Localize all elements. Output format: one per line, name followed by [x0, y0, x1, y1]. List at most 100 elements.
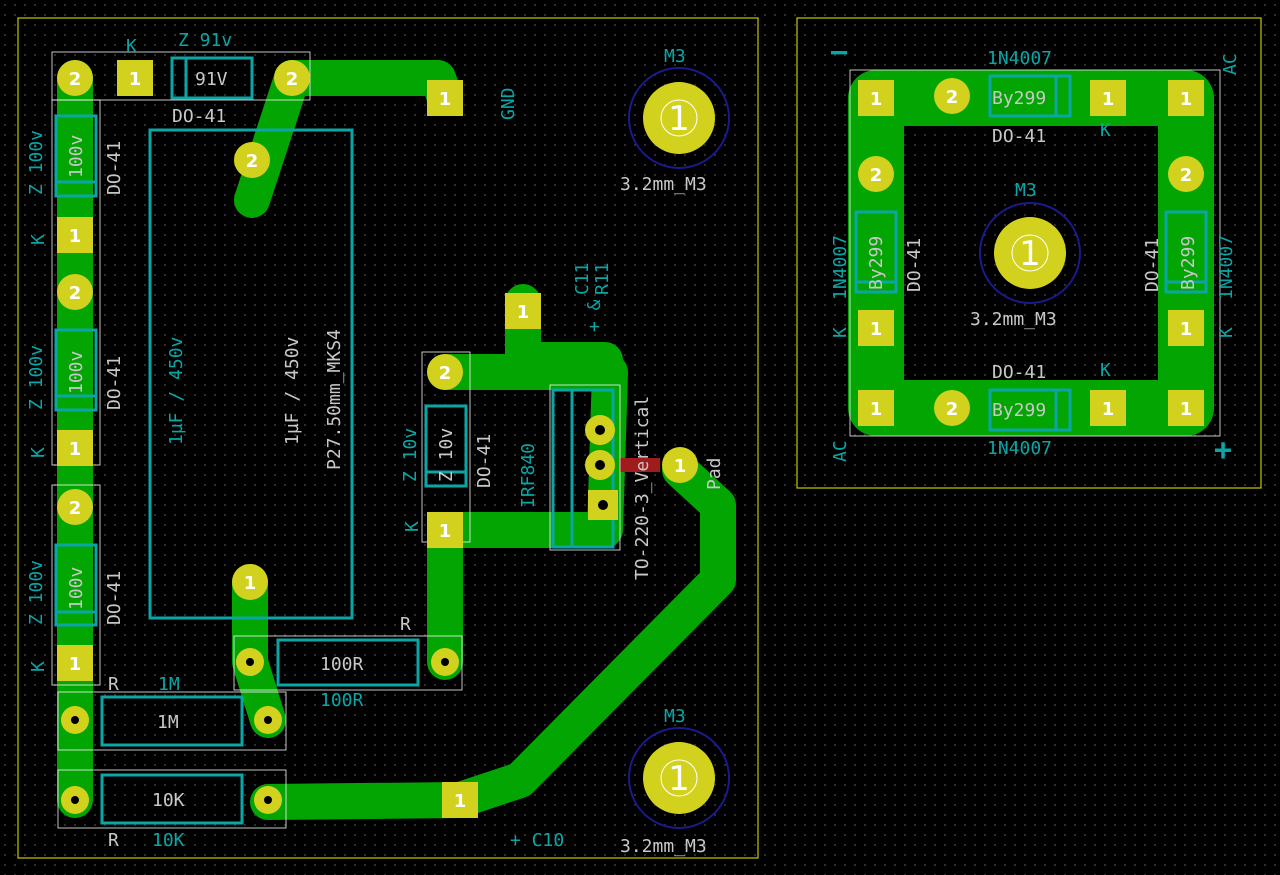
pad-label: 2 — [946, 87, 959, 108]
c10-ref: + C10 — [510, 830, 564, 851]
diode-ref: 1N4007 — [1216, 235, 1237, 300]
mount-hole-2[interactable] — [628, 727, 730, 829]
k-mark: K — [402, 521, 423, 532]
pad-text: Pad — [704, 457, 725, 490]
bridge-traces — [848, 70, 1214, 436]
square-pads[interactable] — [57, 60, 1204, 818]
ac-label: AC — [1220, 53, 1241, 75]
r1m-ref: 1M — [158, 674, 180, 695]
pad-label: 2 — [246, 151, 259, 172]
cap-footprint: P27.50mm_MKS4 — [324, 329, 345, 470]
pad-numbers: 2 1 2 1 2 1 2 1 2 1 1 2 1 1 1 1 1 2 1 1 … — [69, 69, 1193, 812]
pad-label: 1 — [69, 226, 82, 247]
k-mark: K — [28, 234, 49, 245]
m3-size: 3.2mm_M3 — [620, 174, 707, 195]
z100-val: 100v — [66, 567, 87, 610]
m3-size: 3.2mm_M3 — [620, 836, 707, 857]
pad-label: 1 — [1102, 399, 1115, 420]
pad-label: 1 — [69, 439, 82, 460]
pad-label: 1 — [870, 399, 883, 420]
diode-ref: 1N4007 — [830, 235, 851, 300]
mount-hole-3[interactable] — [979, 202, 1081, 304]
to220-label: TO-220-3_Vertical — [632, 396, 653, 580]
k-mark: K — [28, 447, 49, 458]
do41-label: DO-41 — [904, 238, 925, 292]
z100-ref: Z 100v — [26, 560, 47, 625]
pad-label: 1 — [1180, 89, 1193, 110]
rotated-text: GND Z 100v K 100v DO-41 Z 100v K 100v DO… — [26, 53, 1241, 672]
do41-label: DO-41 — [104, 571, 125, 625]
m3-label: M3 — [664, 706, 686, 727]
plus-amp: + & — [584, 299, 605, 332]
pad-label: 1 — [517, 302, 530, 323]
ac-label: AC — [830, 440, 851, 462]
r-label: R — [400, 614, 411, 635]
pad-label: 2 — [870, 165, 883, 186]
irf-ref: IRF840 — [518, 443, 539, 508]
z100-ref: Z 100v — [26, 345, 47, 410]
do41-label: DO-41 — [474, 434, 495, 488]
do41-label: DO-41 — [104, 141, 125, 195]
mount-label: 1 — [668, 759, 690, 799]
k-mark: K — [28, 661, 49, 672]
diode-ref: 1N4007 — [987, 48, 1052, 69]
k-mark: K — [1100, 360, 1111, 381]
pad-label: 1 — [439, 89, 452, 110]
c11-ref: C11 — [572, 262, 593, 295]
drill-holes — [71, 425, 608, 804]
mount-hole-1[interactable] — [628, 67, 730, 169]
by299-val: By299 — [866, 236, 887, 290]
pad-label: 1 — [870, 89, 883, 110]
by299-val: By299 — [1178, 236, 1199, 290]
mount-label: 1 — [668, 99, 690, 139]
pad-label: 2 — [69, 283, 82, 304]
m3-label: M3 — [1015, 180, 1037, 201]
do41-label: DO-41 — [992, 362, 1046, 383]
by299-val: By299 — [992, 400, 1046, 421]
r-label: R — [108, 674, 119, 695]
z100-ref: Z 100v — [26, 130, 47, 195]
k-mark: K — [1100, 120, 1111, 141]
pad-label: 2 — [439, 363, 452, 384]
z10-val: Z 10v — [436, 428, 457, 482]
fab-text: 91V DO-41 3.2mm_M3 3.2mm_M3 3.2mm_M3 R R… — [108, 69, 1057, 857]
by299-val: By299 — [992, 88, 1046, 109]
do41-label: DO-41 — [1142, 238, 1163, 292]
r1m-val: 1M — [157, 712, 179, 733]
pad-label: 2 — [69, 69, 82, 90]
pad-label: 1 — [129, 69, 142, 90]
r-label: R — [108, 830, 119, 851]
m3-size: 3.2mm_M3 — [970, 309, 1057, 330]
mount-numbers: 1 1 1 — [668, 99, 1041, 799]
gnd-label: GND — [498, 87, 519, 120]
pad-label: 1 — [439, 521, 452, 542]
z100-val: 100v — [66, 351, 87, 394]
minus-mark: − — [830, 35, 848, 70]
cap-val: 1µF / 450v — [166, 337, 187, 445]
pad-label: 1 — [244, 573, 257, 594]
r10k-ref: 10K — [152, 830, 185, 851]
pad-label: 1 — [454, 791, 467, 812]
m3-label: M3 — [664, 46, 686, 67]
r100-ref: 100R — [320, 690, 364, 711]
do41-label: DO-41 — [992, 126, 1046, 147]
pad-label: 2 — [69, 498, 82, 519]
pad-label: 2 — [286, 69, 299, 90]
z91-k: K — [126, 36, 137, 57]
pad-label: 1 — [1102, 89, 1115, 110]
pad-label: 1 — [1180, 319, 1193, 340]
silk-text: Z 91v K M3 M3 M3 1M 100R 10K + C10 1N400… — [126, 30, 1232, 851]
r10k-val: 10K — [152, 790, 185, 811]
do41-label: DO-41 — [172, 106, 226, 127]
pad-label: 1 — [674, 456, 687, 477]
diode-ref: 1N4007 — [987, 438, 1052, 459]
board-edge-right — [796, 17, 1262, 489]
pad-label: 1 — [1180, 399, 1193, 420]
r11-ref: R11 — [592, 262, 613, 295]
z91-val: 91V — [195, 69, 228, 90]
do41-label: DO-41 — [104, 356, 125, 410]
z100-val: 100v — [66, 135, 87, 178]
z10-ref: Z 10v — [400, 428, 421, 482]
